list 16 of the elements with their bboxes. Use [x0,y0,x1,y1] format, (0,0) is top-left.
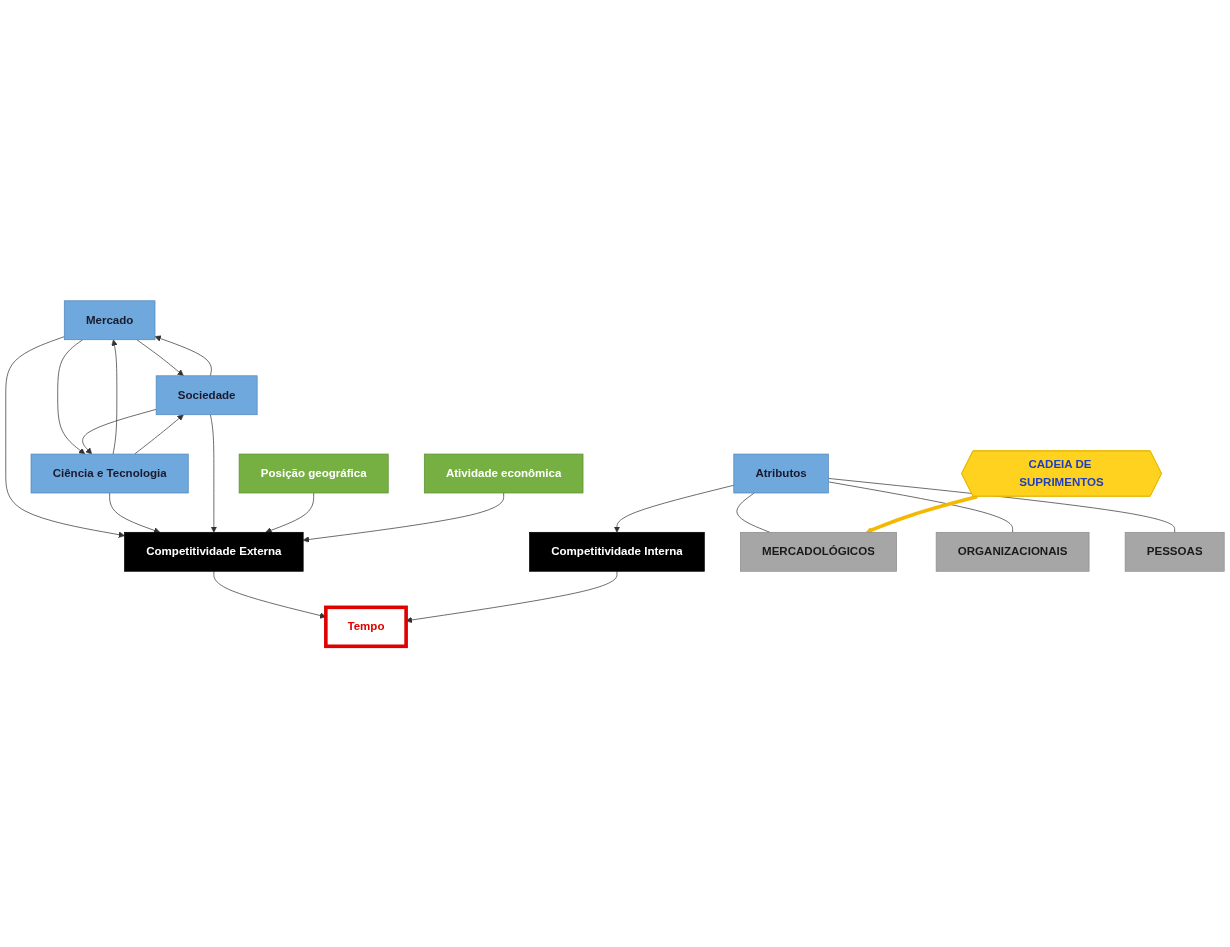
node-box: ORGANIZACIONAIS [935,531,1090,572]
connector [828,481,1013,533]
node-box: Competitividade Externa [124,531,304,572]
node-box: Ciência e Tecnologia [30,453,189,494]
connector [736,492,771,533]
node-box: MERCADOLÓGICOS [740,531,897,572]
connector [828,478,1176,533]
node-box: Competitividade Interna [529,531,705,572]
node-box: Mercado [63,300,156,341]
node-box: PESSOAS [1124,531,1225,572]
node-box: Tempo [324,605,408,649]
arrow [865,494,978,534]
node-box: Posição geográfica [238,453,389,494]
node-box: Atributos [733,453,829,494]
node-box: Atividade econômica [423,453,584,494]
node-box: Sociedade [155,375,258,416]
